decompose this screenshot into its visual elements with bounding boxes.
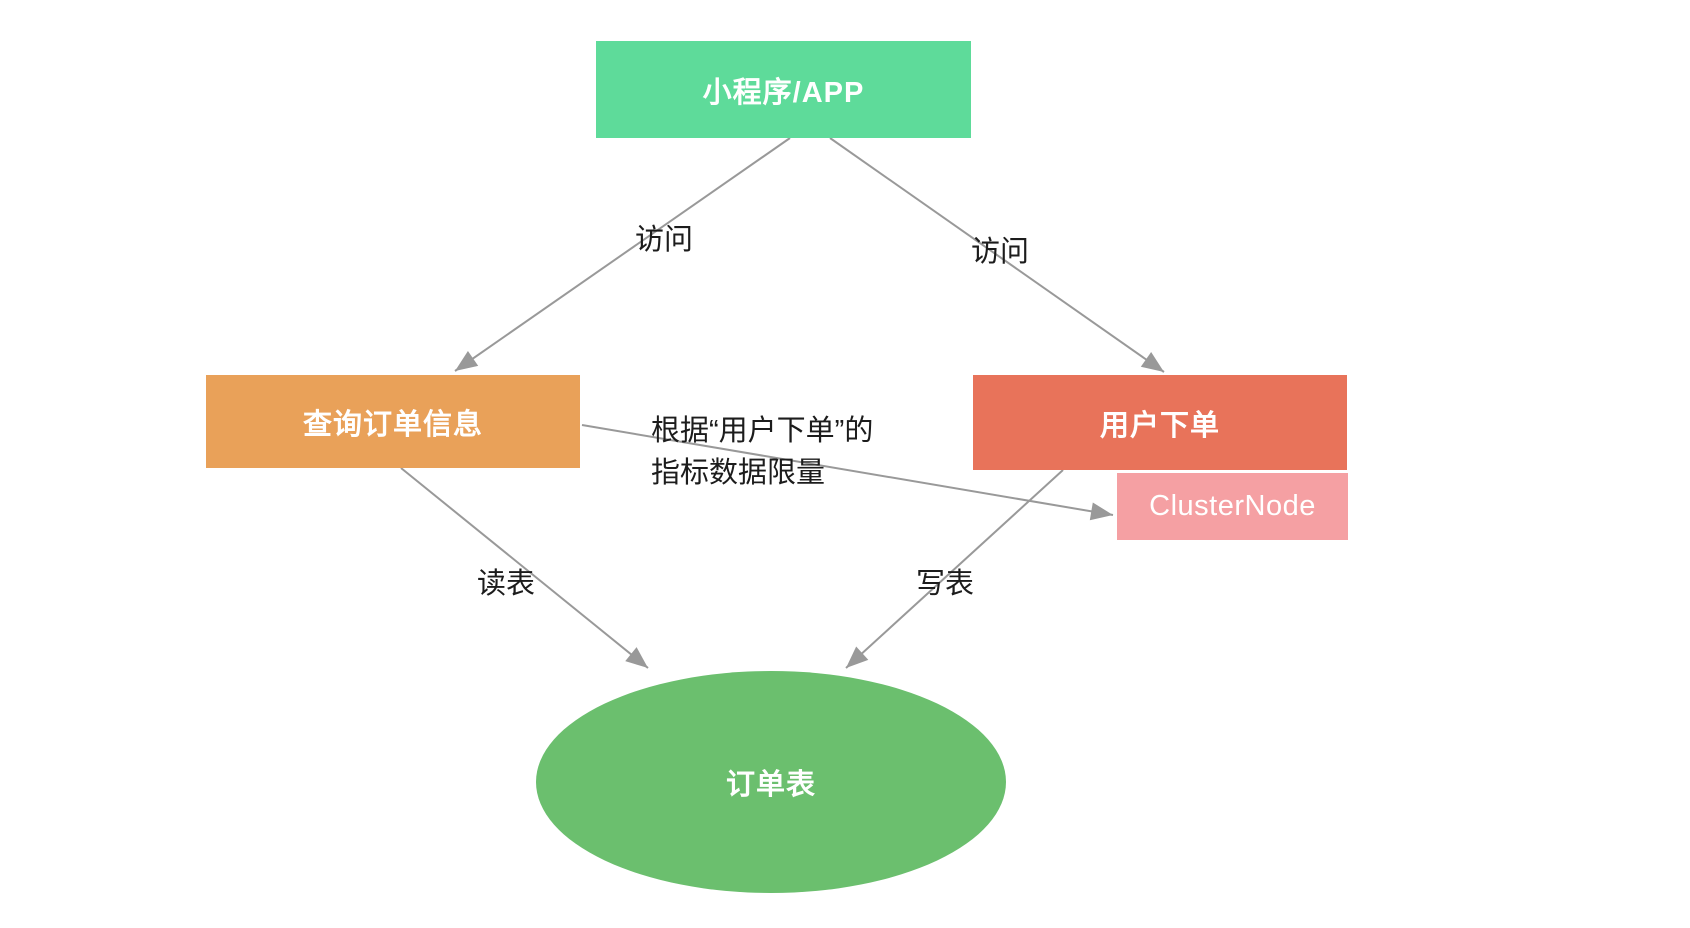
node-user-place-order: 用户下单 [973,375,1347,470]
node-app-label: 小程序/APP [702,76,865,109]
node-cluster-node-label: ClusterNode [1149,490,1316,522]
edge-label-quota-line1: 根据“用户下单”的 [651,415,874,447]
node-app: 小程序/APP [596,41,971,138]
edge-label-visit-left: 访问 [635,224,694,256]
node-query-order-info: 查询订单信息 [206,375,580,468]
node-query-order-info-label: 查询订单信息 [302,408,483,441]
edge-label-write-table: 写表 [916,568,975,600]
edge-app-to-query-line [454,137,791,372]
node-user-place-order-label: 用户下单 [1099,409,1220,442]
edge-label-quota-line2: 指标数据限量 [651,457,826,489]
node-cluster-node: ClusterNode [1117,473,1348,540]
edge-label-visit-right: 访问 [971,236,1030,268]
edge-label-read-table: 读表 [477,568,536,600]
edge-label-quota: 根据“用户下单”的 指标数据限量 [651,410,873,494]
node-order-table: 订单表 [536,671,1006,893]
node-order-table-label: 订单表 [725,769,816,801]
